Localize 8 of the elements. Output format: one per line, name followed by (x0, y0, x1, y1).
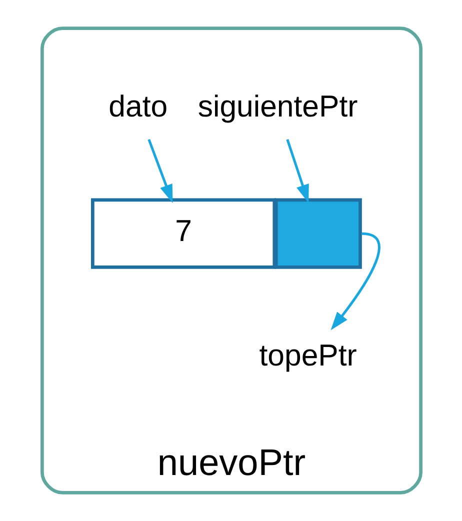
node-box: 7 (90, 198, 276, 269)
arrow (286, 139, 308, 204)
arrow (147, 139, 172, 204)
node-text: dato (108, 90, 168, 124)
node-box (274, 198, 362, 269)
node-text: topePtr (258, 340, 356, 372)
node-text: siguientePtr (197, 90, 358, 124)
arrow (330, 232, 380, 330)
